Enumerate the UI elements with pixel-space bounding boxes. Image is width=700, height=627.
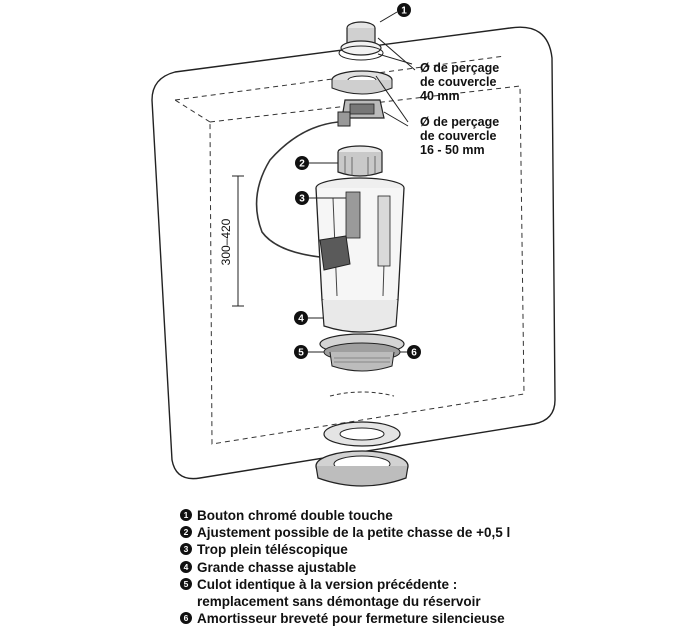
legend-bullet: 5 bbox=[180, 577, 192, 590]
marker-1 bbox=[397, 3, 411, 17]
marker-6-group: 6 bbox=[400, 345, 421, 359]
height-dimension: 300–420 bbox=[219, 175, 244, 307]
legend-bullet: 1 bbox=[180, 509, 192, 521]
legend-text: Grande chasse ajustable bbox=[197, 559, 357, 575]
flush-valve-diagram: 300–420 1 Ø de perçage de couvercle 40 m… bbox=[151, 3, 556, 487]
legend-text: Trop plein téléscopique bbox=[197, 542, 348, 558]
marker-2-group: 2 bbox=[295, 156, 338, 170]
marker-2 bbox=[295, 156, 309, 170]
marker-1-group: 1 bbox=[379, 3, 411, 23]
legend-item: 6 Amortisseur breveté pour fermeture sil… bbox=[180, 610, 680, 627]
legend-item: 5 Culot identique à la version précédent… bbox=[180, 576, 680, 610]
legend-text: Culot identique à la version précédente … bbox=[197, 576, 481, 610]
callout-cover-hole-40: Ø de perçage de couvercle 40 mm bbox=[420, 61, 503, 103]
legend-text: Amortisseur breveté pour fermeture silen… bbox=[197, 611, 505, 627]
legend-text-line1: Culot identique à la version précédente … bbox=[197, 576, 458, 592]
marker-4 bbox=[294, 311, 308, 325]
marker-3-group: 3 bbox=[295, 191, 346, 205]
parts-legend: 1 Bouton chromé double touche 2 Ajusteme… bbox=[180, 507, 680, 627]
marker-4-group: 4 bbox=[294, 311, 324, 325]
cistern-outline bbox=[151, 26, 556, 480]
height-dimension-label: 300–420 bbox=[219, 218, 233, 265]
svg-text:2: 2 bbox=[299, 159, 305, 170]
bottom-seal bbox=[323, 391, 401, 447]
legend-text: Ajustement possible de la petite chasse … bbox=[197, 525, 511, 541]
svg-text:5: 5 bbox=[298, 348, 304, 359]
legend-bullet: 4 bbox=[180, 560, 192, 573]
chrome-push-button bbox=[338, 21, 384, 61]
cistern-inner-dashed bbox=[209, 85, 525, 445]
legend-bullet: 3 bbox=[180, 543, 192, 556]
svg-text:1: 1 bbox=[401, 6, 407, 17]
cable bbox=[255, 121, 339, 259]
marker-5-group: 5 bbox=[294, 345, 324, 359]
cistern-side-dashed bbox=[174, 99, 211, 123]
legend-text: Bouton chromé double touche bbox=[197, 508, 393, 523]
adapter-nut bbox=[337, 99, 385, 127]
legend-item: 4 Grande chasse ajustable bbox=[180, 559, 680, 576]
collar-ring bbox=[331, 70, 393, 95]
bottom-nut bbox=[315, 450, 409, 487]
legend-item: 2 Ajustement possible de la petite chass… bbox=[180, 524, 680, 541]
marker-3 bbox=[295, 191, 309, 205]
marker-5 bbox=[294, 345, 308, 359]
legend-item: 1 Bouton chromé double touche bbox=[180, 507, 680, 524]
legend-item: 3 Trop plein téléscopique bbox=[180, 541, 680, 558]
valve-body bbox=[315, 145, 405, 372]
legend-bullet: 2 bbox=[180, 526, 192, 539]
svg-text:6: 6 bbox=[411, 348, 417, 359]
legend-text-line2: remplacement sans démontage du réservoir bbox=[197, 594, 481, 610]
marker-6 bbox=[407, 345, 421, 359]
svg-text:4: 4 bbox=[298, 314, 304, 325]
legend-bullet: 6 bbox=[180, 612, 192, 625]
svg-text:3: 3 bbox=[299, 194, 305, 205]
callout-cover-hole-16-50: Ø de perçage de couvercle 16 - 50 mm bbox=[420, 115, 503, 157]
